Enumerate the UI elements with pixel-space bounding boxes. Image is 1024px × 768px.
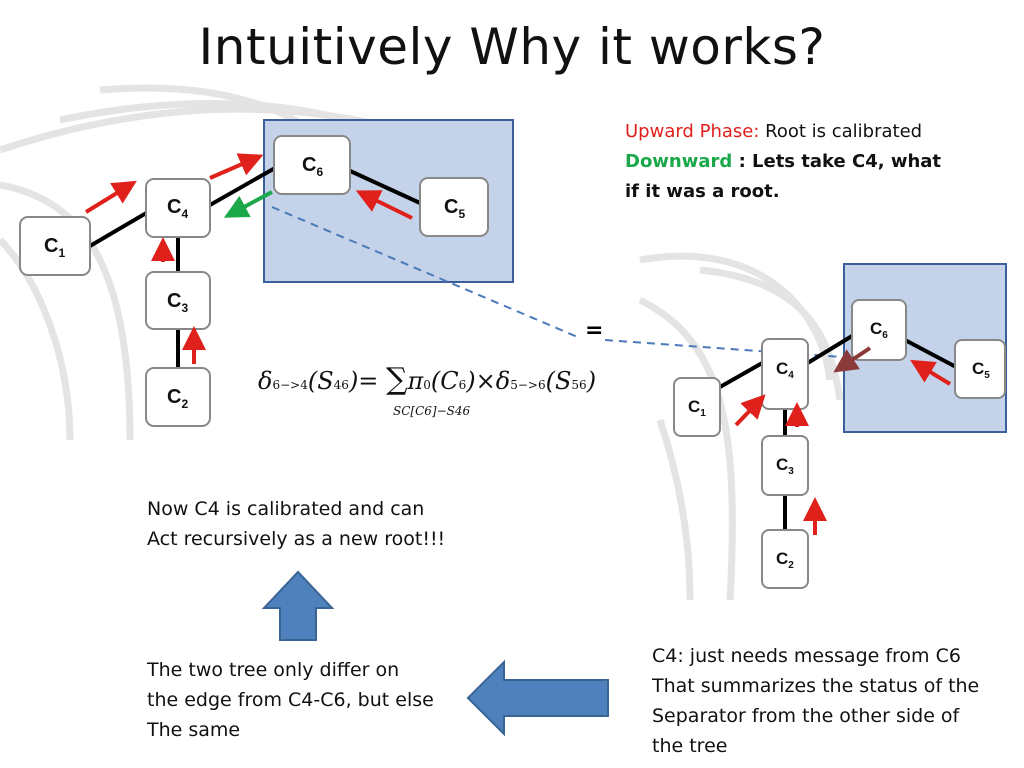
left-node-c3: C3 bbox=[167, 290, 188, 315]
slide-title: Intuitively Why it works? bbox=[198, 18, 826, 76]
right-node-c1: C1 bbox=[688, 397, 706, 419]
left-node-c2: C2 bbox=[167, 386, 188, 411]
arrow-c4-to-c6 bbox=[209, 153, 264, 180]
downward-label: Downward bbox=[625, 151, 733, 172]
left-tree-arrows bbox=[84, 153, 413, 364]
downward-text: : Lets take C4, what bbox=[732, 151, 942, 172]
upward-label: Upward Phase: bbox=[625, 121, 760, 142]
equals-sign: = bbox=[585, 318, 604, 343]
phase-notes: Upward Phase: Root is calibrated Downwar… bbox=[625, 117, 941, 207]
note-differ: The two tree only differ on the edge fro… bbox=[147, 659, 434, 741]
note-calibrated: Now C4 is calibrated and can Act recursi… bbox=[147, 498, 446, 550]
right-node-c6: C6 bbox=[870, 319, 888, 341]
r-arrow-c6-to-c4 bbox=[833, 346, 872, 373]
r-arrow-c1-to-c4 bbox=[734, 394, 766, 427]
left-tree-edges bbox=[88, 166, 421, 368]
message-formula: δ6−>4(S46)= ∑π0(C6)×δ5−>6(S56) SC[C6]−S4… bbox=[258, 362, 597, 418]
left-node-c4: C4 bbox=[167, 196, 188, 221]
left-tree-labels: C1 C4 C3 C2 C6 C5 bbox=[44, 154, 465, 411]
upward-text: Root is calibrated bbox=[759, 121, 923, 142]
left-node-c5: C5 bbox=[444, 196, 465, 221]
note-message: C4: just needs message from C6 That summ… bbox=[652, 645, 980, 757]
formula-subscript: SC[C6]−S46 bbox=[393, 404, 471, 418]
left-block-arrow bbox=[466, 659, 609, 737]
arrow-c6-to-c4 bbox=[223, 190, 273, 218]
right-tree-nodes bbox=[673, 299, 1006, 589]
right-node-c4: C4 bbox=[776, 359, 794, 381]
left-node-c1: C1 bbox=[44, 235, 65, 260]
up-block-arrow bbox=[261, 570, 335, 641]
background-swooshes bbox=[0, 84, 844, 601]
right-tree-labels: C1 C4 C3 C2 C6 C5 bbox=[688, 319, 990, 571]
arrow-c5-to-c6 bbox=[355, 190, 413, 220]
right-node-c2: C2 bbox=[776, 549, 794, 571]
right-node-c3: C3 bbox=[776, 455, 794, 477]
left-tree-nodes bbox=[19, 135, 489, 427]
arrow-c1-to-c4 bbox=[84, 180, 137, 214]
left-node-c6: C6 bbox=[302, 154, 323, 179]
phase-line3: if it was a root. bbox=[625, 181, 780, 202]
right-node-c5: C5 bbox=[972, 359, 990, 381]
r-arrow-c5-to-c6 bbox=[910, 359, 952, 386]
right-tree-arrows bbox=[734, 346, 952, 535]
